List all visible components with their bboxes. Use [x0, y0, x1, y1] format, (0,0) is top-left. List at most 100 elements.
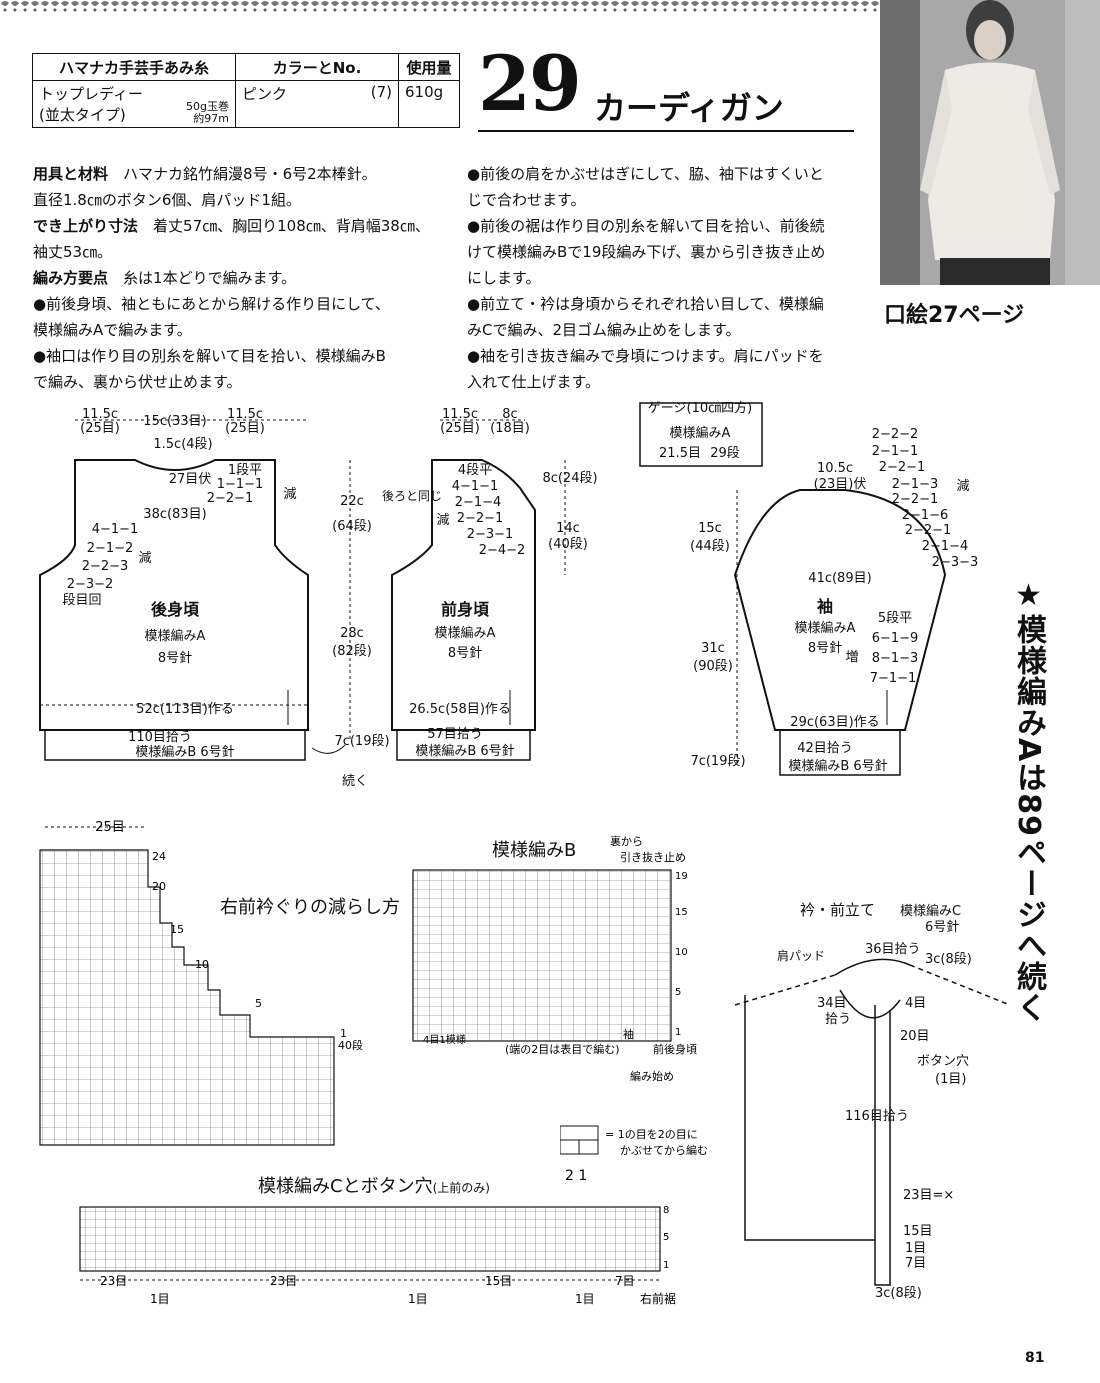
back-arm-lbl: 段目回	[62, 593, 101, 608]
sleeve-cap-dec-2: 2−2−1	[879, 460, 926, 475]
yarn-ball-weight: 50g玉巻	[186, 100, 229, 113]
sleeve-outline	[733, 489, 947, 731]
model-photo	[880, 0, 1100, 285]
photo-caption: 口絵27ページ	[884, 303, 1025, 328]
legend-text2: かぶせてから編む	[620, 1143, 708, 1157]
collar-n4: 4目	[905, 996, 926, 1011]
collar-shoulder-pad: 肩パッド	[777, 948, 825, 963]
yarn-amount: 610g	[398, 80, 460, 128]
back-width: 52c(113目)作る	[136, 702, 234, 717]
instruction-line: ●前後の裾は作り目の別糸を解いて目を拾い、前後続	[467, 217, 825, 235]
front-neck-dec-3: 2−2−1	[457, 511, 504, 526]
pattern-b-sleeve-note: (端の2目は表目で編む)	[505, 1042, 620, 1056]
collar-needle: 6号針	[925, 920, 959, 935]
gauge-title: ゲージ(10㎝四方)	[648, 400, 752, 416]
front-h-neck2-rows: (40段)	[548, 537, 588, 552]
back-body-outline	[39, 459, 309, 731]
continued-note: ★模様編みAは89ページへ続く	[1011, 578, 1046, 1023]
collar-n20: 20目	[900, 1029, 930, 1044]
back-shoulder: 38c(83目)	[143, 507, 206, 522]
back-h-body-rows: (82段)	[332, 644, 372, 659]
neck-chart-top-label: 25目	[95, 820, 125, 835]
sleeve-inc-1: 6−1−9	[872, 631, 919, 646]
back-neck-depth: 1.5c(4段)	[153, 437, 212, 452]
front-h-neck: 8c(24段)	[542, 471, 597, 486]
back-h-arm-rows: (64段)	[332, 519, 372, 534]
sleeve-len: 31c	[701, 641, 725, 656]
back-top-center: 15c(33目)	[143, 414, 206, 429]
back-neck-bo: 27目伏	[169, 472, 212, 487]
sleeve-inc-lbl: 増	[845, 650, 858, 665]
front-neck-dec-2: 2−1−4	[455, 495, 502, 510]
instruction-line: 用具と材料 ハマナカ銘竹絹漫8号・6号2本棒針。	[33, 165, 377, 183]
front-neck-dec-0: 4段平	[458, 463, 492, 478]
yarn-header-amount: 使用量	[398, 53, 460, 81]
back-rib: 模様編みB 6号針	[135, 744, 234, 760]
neck-row-label-1: 1	[340, 1027, 347, 1040]
sleeve-top: 10.5c	[817, 461, 853, 476]
instruction-line: 模様編みAで編みます。	[33, 321, 192, 339]
front-pickup: 57目拾う	[427, 727, 483, 742]
front-top-right-st: (18目)	[490, 421, 530, 436]
sleeve-cap-dec-1: 2−1−1	[872, 444, 919, 459]
back-arm-dec-lbl: 減	[138, 550, 151, 566]
instruction-line: 入れて仕上げます。	[467, 373, 601, 391]
neck-chart-title: 右前衿ぐりの減らし方	[220, 897, 400, 918]
pattern-c-span-2: 23目	[270, 1274, 297, 1288]
sleeve-rib-h: 7c(19段)	[690, 754, 745, 769]
collar-side-pick2: 拾う	[825, 1012, 851, 1027]
pattern-title: カーディガン	[594, 89, 784, 127]
back-title: 後身頃	[151, 600, 200, 619]
pattern-c-span-4: 7目	[615, 1274, 635, 1288]
sleeve-inc-2: 8−1−3	[872, 651, 919, 666]
sleeve-cap-dec-3: 2−1−3	[892, 477, 939, 492]
front-width: 26.5c(58目)作る	[409, 702, 511, 717]
pattern-b-row-19: 19	[675, 871, 688, 882]
sleeve-len-rows: (90段)	[693, 659, 733, 674]
pattern-number: 29	[478, 39, 582, 128]
pattern-b-row-15: 15	[675, 907, 688, 918]
back-top-left-st: (25目)	[80, 421, 120, 436]
pattern-b-title: 模様編みB	[492, 840, 577, 861]
collar-n23: 23目=×	[903, 1188, 954, 1203]
neck-row-label-15: 15	[170, 923, 184, 936]
instruction-line: にします。	[467, 269, 541, 287]
sleeve-cap-dec-4: 2−2−1	[892, 492, 939, 507]
back-top-left: 11.5c	[82, 407, 118, 422]
collar-n15: 15目	[903, 1224, 933, 1239]
instruction-line: 直径1.8㎝のボタン6個、肩パッド1組。	[33, 191, 301, 209]
back-arm-dec-2: 2−2−3	[82, 559, 129, 574]
back-neck-dec-2: 2−2−1	[207, 491, 254, 506]
instruction-line: で編み、裏から伏せ止めます。	[33, 373, 242, 391]
pattern-c-title: 模様編みCとボタン穴(上前のみ)	[258, 1176, 490, 1197]
neck-row-label-10: 10	[195, 958, 209, 971]
pattern-b-row-10: 10	[675, 947, 688, 958]
yarn-name-cell: トップレディー (並太タイプ) 50g玉巻 約97m	[32, 80, 236, 128]
sleeve-cap-h-rows: (44段)	[690, 539, 730, 554]
front-top-left: 11.5c	[442, 407, 478, 422]
yarn-name: トップレディー	[39, 85, 143, 103]
pattern-b-note1: 裏から	[610, 835, 643, 848]
front-neck-dec-1: 4−1−1	[452, 479, 499, 494]
back-arm-dec-3: 2−3−2	[67, 577, 114, 592]
collar-front-band-diagram: 衿・前立て 模様編みC 6号針 肩パッド 36目拾う 3c(8段) 34目 拾う…	[734, 901, 1011, 1301]
collar-n1: 1目	[905, 1241, 926, 1256]
instruction-line: ●袖を引き抜き編みで身頃につけます。肩にパッドを	[467, 347, 824, 365]
front-title: 前身頃	[441, 600, 490, 619]
instruction-line: みCで編み、2目ゴム編み止めをします。	[467, 321, 741, 339]
collar-front-pick: 116目拾う	[845, 1109, 909, 1124]
sleeve-cap-dec-7: 2−1−4	[922, 539, 969, 554]
back-top-right-st: (25目)	[225, 421, 265, 436]
sleeve-pattern: 模様編みA	[795, 620, 856, 636]
yarn-color-no: (7)	[370, 83, 392, 101]
instruction-line: ●前後身頃、袖ともにあとから解ける作り目にして、	[33, 295, 390, 313]
front-neck-dec-4: 2−3−1	[467, 527, 514, 542]
pattern-c-hole-2: 1目	[408, 1292, 428, 1306]
gauge-pattern: 模様編みA	[670, 425, 731, 441]
pattern-c-row-5: 5	[663, 1232, 669, 1243]
instruction-line: でき上がり寸法 着丈57㎝、胸回り108㎝、背肩幅38㎝、	[33, 217, 430, 235]
instruction-line: じで合わせます。	[467, 191, 586, 209]
legend-symbol-nums: 2 1	[565, 1168, 587, 1184]
sleeve-pickup: 42目拾う	[797, 741, 853, 756]
pattern-c-row-8: 8	[663, 1205, 669, 1216]
